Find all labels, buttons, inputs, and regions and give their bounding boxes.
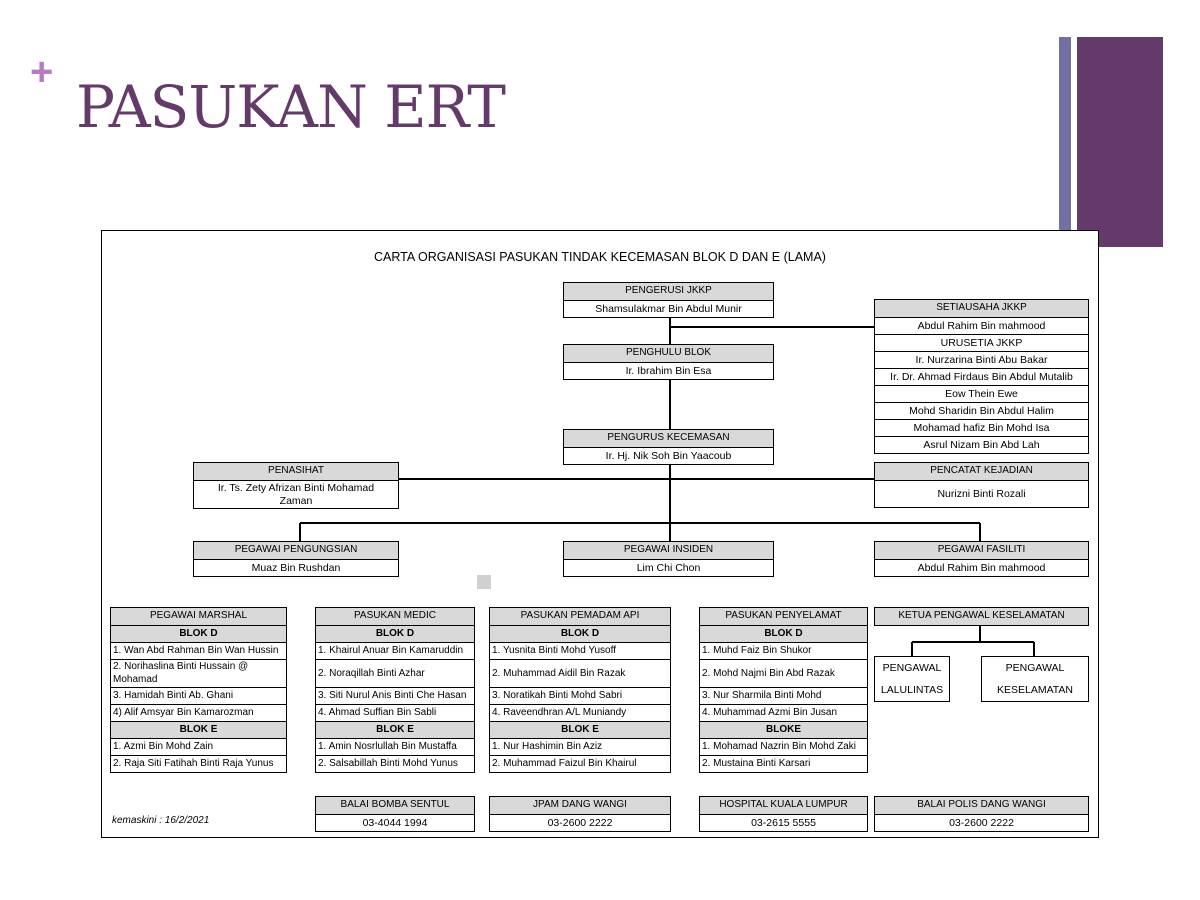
blok-label: BLOK D xyxy=(700,625,867,642)
setiausaha-box: SETIAUSAHA JKKP Abdul Rahim Bin mahmood … xyxy=(874,299,1089,454)
role-label: PENGAWAL LALULINTAS xyxy=(880,662,944,696)
role-label: KETUA PENGAWAL KESELAMATAN xyxy=(875,608,1088,625)
list-item: 2. Muhammad Faizul Bin Khairul xyxy=(490,755,670,772)
blok-label: BLOK E xyxy=(316,721,474,738)
list-item: 1. Mohamad Nazrin Bin Mohd Zaki xyxy=(700,738,867,755)
blok-label: BLOK D xyxy=(111,625,286,642)
role-label: URUSETIA JKKP xyxy=(875,334,1088,351)
slide-title: PASUKAN ERT xyxy=(76,73,506,141)
contact-phone: 03-2600 2222 xyxy=(490,814,670,831)
blok-label: BLOK D xyxy=(316,625,474,642)
blok-label: BLOKE xyxy=(700,721,867,738)
contact-name: JPAM DANG WANGI xyxy=(490,797,670,814)
list-item: 2. Mustaina Binti Karsari xyxy=(700,755,867,772)
list-item: 3. Siti Nurul Anis Binti Che Hasan xyxy=(316,687,474,704)
contact-phone: 03-4044 1994 xyxy=(316,814,474,831)
list-item: 3. Hamidah Binti Ab. Ghani xyxy=(111,687,286,704)
list-item: 1. Khairul Anuar Bin Kamaruddin xyxy=(316,642,474,659)
list-item: 3. Noratikah Binti Mohd Sabri xyxy=(490,687,670,704)
role-label: PEGAWAI FASILITI xyxy=(875,542,1088,559)
role-label: PEGAWAI PENGUNGSIAN xyxy=(194,542,398,559)
person-name: Ir. Ibrahim Bin Esa xyxy=(564,362,773,379)
contact-name: HOSPITAL KUALA LUMPUR xyxy=(700,797,867,814)
ketua-pengawal-box: KETUA PENGAWAL KESELAMATAN xyxy=(874,607,1089,626)
person-name: Ir. Ts. Zety Afrizan Binti Mohamad Zaman xyxy=(194,480,398,508)
blok-label: BLOK D xyxy=(490,625,670,642)
list-item: 4. Muhammad Azmi Bin Jusan xyxy=(700,704,867,721)
role-label: PENCATAT KEJADIAN xyxy=(875,463,1088,480)
list-item: 1. Amin Nosrlullah Bin Mustaffa xyxy=(316,738,474,755)
person-name: Ir. Nurzarina Binti Abu Bakar xyxy=(875,351,1088,368)
contact-polis: BALAI POLIS DANG WANGI 03-2600 2222 xyxy=(874,796,1089,832)
team-penyelamat-box: PASUKAN PENYELAMAT BLOK D 1. Muhd Faiz B… xyxy=(699,607,868,773)
pencatat-box: PENCATAT KEJADIAN Nurizni Binti Rozali xyxy=(874,462,1089,508)
contact-name: BALAI POLIS DANG WANGI xyxy=(875,797,1088,814)
penghulu-box: PENGHULU BLOK Ir. Ibrahim Bin Esa xyxy=(563,344,774,380)
person-name: Abdul Rahim Bin mahmood xyxy=(875,559,1088,576)
chart-title: CARTA ORGANISASI PASUKAN TINDAK KECEMASA… xyxy=(374,250,826,264)
blok-label: BLOK E xyxy=(111,721,286,738)
updated-date: kemaskini : 16/2/2021 xyxy=(112,815,210,826)
person-name: Eow Thein Ewe xyxy=(875,385,1088,402)
role-label: PASUKAN PEMADAM API xyxy=(490,608,670,625)
decor-bar-thick xyxy=(1077,37,1163,247)
team-pemadam-box: PASUKAN PEMADAM API BLOK D 1. Yusnita Bi… xyxy=(489,607,671,773)
blok-label: BLOK E xyxy=(490,721,670,738)
grey-square xyxy=(477,575,491,589)
person-name: Nurizni Binti Rozali xyxy=(875,480,1088,507)
list-item: 3. Nur Sharmila Binti Mohd xyxy=(700,687,867,704)
pengurus-box: PENGURUS KECEMASAN Ir. Hj. Nik Soh Bin Y… xyxy=(563,429,774,465)
list-item: 2. Salsabillah Binti Mohd Yunus xyxy=(316,755,474,772)
list-item: 2. Norihaslina Binti Hussain @ Mohamad xyxy=(111,659,286,687)
fasiliti-box: PEGAWAI FASILITI Abdul Rahim Bin mahmood xyxy=(874,541,1089,577)
contact-name: BALAI BOMBA SENTUL xyxy=(316,797,474,814)
list-item: 2. Muhammad Aidil Bin Razak xyxy=(490,659,670,687)
contact-bomba: BALAI BOMBA SENTUL 03-4044 1994 xyxy=(315,796,475,832)
insiden-box: PEGAWAI INSIDEN Lim Chi Chon xyxy=(563,541,774,577)
role-label: SETIAUSAHA JKKP xyxy=(875,300,1088,317)
list-item: 1. Azmi Bin Mohd Zain xyxy=(111,738,286,755)
role-label: PASUKAN MEDIC xyxy=(316,608,474,625)
role-label: PEGAWAI INSIDEN xyxy=(564,542,773,559)
list-item: 4. Ahmad Suffian Bin Sabli xyxy=(316,704,474,721)
role-label: PENASIHAT xyxy=(194,463,398,480)
person-name: Mohamad hafiz Bin Mohd Isa xyxy=(875,419,1088,436)
list-item: 1. Muhd Faiz Bin Shukor xyxy=(700,642,867,659)
role-label: PENGERUSI JKKP xyxy=(564,283,773,300)
pengawal-keselamatan-box: PENGAWAL KESELAMATAN xyxy=(981,656,1089,702)
penasihat-box: PENASIHAT Ir. Ts. Zety Afrizan Binti Moh… xyxy=(193,462,399,509)
contact-jpam: JPAM DANG WANGI 03-2600 2222 xyxy=(489,796,671,832)
person-name: Abdul Rahim Bin mahmood xyxy=(875,317,1088,334)
list-item: 2. Raja Siti Fatihah Binti Raja Yunus xyxy=(111,755,286,772)
decor-bar-thin xyxy=(1059,37,1071,247)
list-item: 4) Alif Amsyar Bin Kamarozman xyxy=(111,704,286,721)
team-marshal-box: PEGAWAI MARSHAL BLOK D 1. Wan Abd Rahman… xyxy=(110,607,287,773)
team-medic-box: PASUKAN MEDIC BLOK D 1. Khairul Anuar Bi… xyxy=(315,607,475,773)
person-name: Mohd Sharidin Bin Abdul Halim xyxy=(875,402,1088,419)
role-label: PEGAWAI MARSHAL xyxy=(111,608,286,625)
person-name: Ir. Dr. Ahmad Firdaus Bin Abdul Mutalib xyxy=(875,368,1088,385)
contact-phone: 03-2600 2222 xyxy=(875,814,1088,831)
role-label: PENGURUS KECEMASAN xyxy=(564,430,773,447)
role-label: PENGAWAL KESELAMATAN xyxy=(996,662,1074,696)
list-item: 2. Noraqillah Binti Azhar xyxy=(316,659,474,687)
pengungsian-box: PEGAWAI PENGUNGSIAN Muaz Bin Rushdan xyxy=(193,541,399,577)
contact-phone: 03-2615 5555 xyxy=(700,814,867,831)
person-name: Shamsulakmar Bin Abdul Munir xyxy=(564,300,773,317)
plus-icon: + xyxy=(30,50,54,94)
person-name: Asrul Nizam Bin Abd Lah xyxy=(875,436,1088,453)
person-name: Lim Chi Chon xyxy=(564,559,773,576)
role-label: PENGHULU BLOK xyxy=(564,345,773,362)
pengawal-lalulintas-box: PENGAWAL LALULINTAS xyxy=(874,656,950,702)
person-name: Muaz Bin Rushdan xyxy=(194,559,398,576)
list-item: 2. Mohd Najmi Bin Abd Razak xyxy=(700,659,867,687)
pengerusi-box: PENGERUSI JKKP Shamsulakmar Bin Abdul Mu… xyxy=(563,282,774,318)
role-label: PASUKAN PENYELAMAT xyxy=(700,608,867,625)
list-item: 1. Wan Abd Rahman Bin Wan Hussin xyxy=(111,642,286,659)
person-name: Ir. Hj. Nik Soh Bin Yaacoub xyxy=(564,447,773,464)
list-item: 1. Yusnita Binti Mohd Yusoff xyxy=(490,642,670,659)
list-item: 1. Nur Hashimin Bin Aziz xyxy=(490,738,670,755)
contact-hospital: HOSPITAL KUALA LUMPUR 03-2615 5555 xyxy=(699,796,868,832)
list-item: 4. Raveendhran A/L Muniandy xyxy=(490,704,670,721)
